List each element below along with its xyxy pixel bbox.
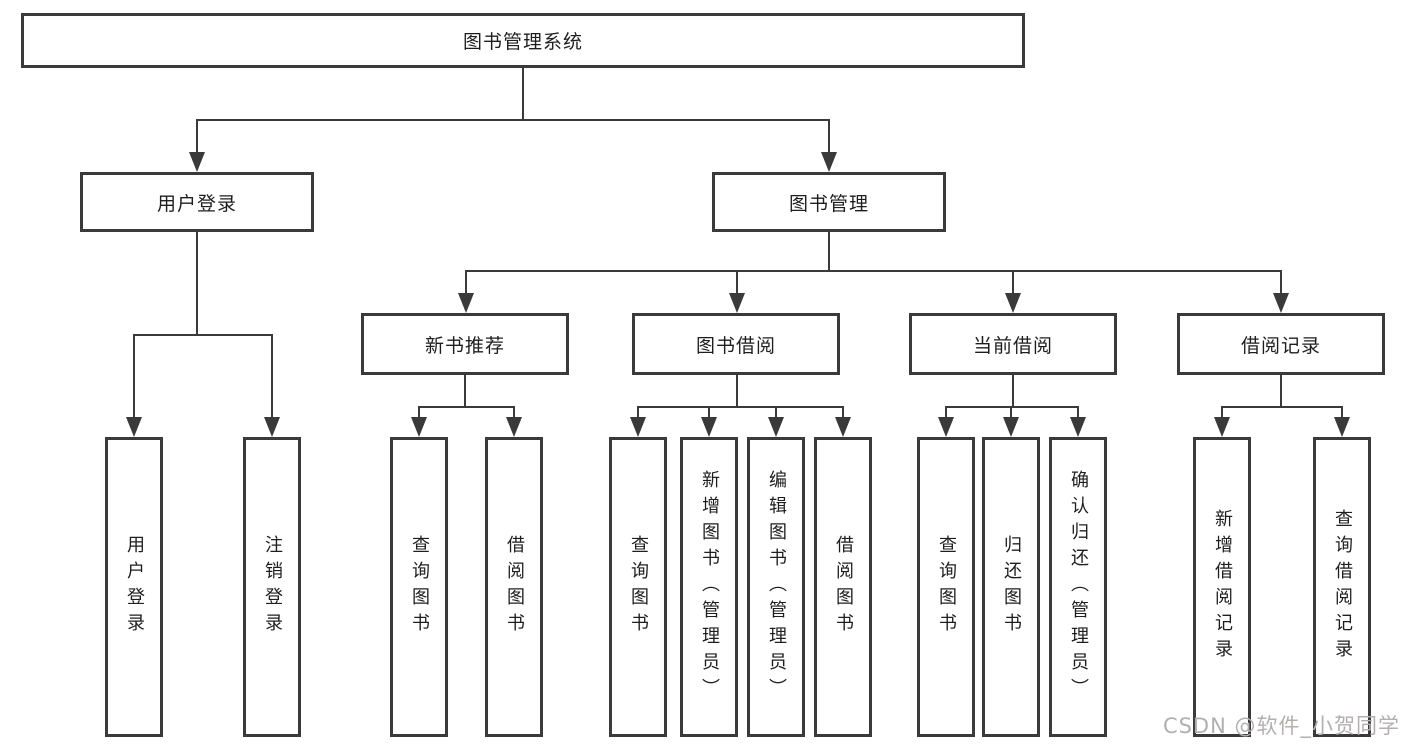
connector-line bbox=[418, 406, 420, 419]
arrow-down-icon bbox=[768, 417, 784, 437]
node-current-borrow: 当前借阅 bbox=[909, 313, 1117, 375]
connector-line bbox=[513, 406, 515, 419]
arrow-down-icon bbox=[1003, 417, 1019, 437]
node-user-login-label: 用户登录 bbox=[156, 192, 237, 215]
leaf-current-return-books-label: 归还图书 bbox=[1001, 535, 1022, 639]
node-book-borrow-label: 图书借阅 bbox=[695, 334, 776, 357]
connector-line bbox=[196, 119, 198, 155]
leaf-borrow-edit-books-admin: 编辑图书（管理员） bbox=[747, 437, 805, 737]
csdn-watermark: CSDN @软件_小贺同学 bbox=[1162, 714, 1400, 738]
leaf-borrow-add-books-admin: 新增图书（管理员） bbox=[680, 437, 738, 737]
connector-line bbox=[828, 119, 830, 155]
leaf-records-add-record-label: 新增借阅记录 bbox=[1212, 509, 1233, 665]
node-book-management-label: 图书管理 bbox=[788, 192, 869, 215]
arrow-down-icon bbox=[701, 417, 717, 437]
node-borrow-records: 借阅记录 bbox=[1177, 313, 1385, 375]
leaf-user-login-label: 用户登录 bbox=[124, 535, 145, 639]
connector-line bbox=[464, 375, 466, 407]
leaf-borrow-borrow-books-label: 借阅图书 bbox=[833, 535, 854, 639]
arrow-down-icon bbox=[835, 417, 851, 437]
arrow-down-icon bbox=[1070, 417, 1086, 437]
arrow-down-icon bbox=[126, 417, 142, 437]
arrow-down-icon bbox=[630, 417, 646, 437]
arrow-down-icon bbox=[506, 417, 522, 437]
connector-line bbox=[1221, 406, 1223, 419]
connector-line bbox=[736, 270, 738, 295]
connector-line bbox=[1012, 270, 1014, 295]
leaf-borrow-borrow-books: 借阅图书 bbox=[814, 437, 872, 737]
arrow-down-icon bbox=[1273, 293, 1289, 313]
arrow-down-icon bbox=[264, 417, 280, 437]
connector-line bbox=[465, 270, 1282, 272]
leaf-borrow-query-books-label: 查询图书 bbox=[628, 535, 649, 639]
arrow-down-icon bbox=[189, 152, 205, 172]
arrow-down-icon bbox=[411, 417, 427, 437]
connector-line bbox=[945, 406, 947, 419]
node-new-book-recommend-label: 新书推荐 bbox=[424, 334, 505, 357]
connector-line bbox=[1012, 375, 1014, 407]
node-borrow-records-label: 借阅记录 bbox=[1240, 334, 1321, 357]
node-root: 图书管理系统 bbox=[21, 13, 1025, 68]
connector-line bbox=[1280, 270, 1282, 295]
leaf-records-query-record-label: 查询借阅记录 bbox=[1332, 509, 1353, 665]
connector-line bbox=[133, 334, 135, 419]
connector-line bbox=[945, 406, 1079, 408]
leaf-borrow-edit-books-admin-label: 编辑图书（管理员） bbox=[766, 470, 787, 704]
connector-line bbox=[1010, 406, 1012, 419]
connector-line bbox=[1280, 375, 1282, 407]
node-current-borrow-label: 当前借阅 bbox=[972, 334, 1053, 357]
connector-line bbox=[271, 334, 273, 419]
node-book-management: 图书管理 bbox=[712, 172, 946, 232]
leaf-borrow-query-books: 查询图书 bbox=[609, 437, 667, 737]
connector-line bbox=[842, 406, 844, 419]
connector-line bbox=[775, 406, 777, 419]
connector-line bbox=[736, 375, 738, 407]
leaf-current-confirm-return-admin: 确认归还（管理员） bbox=[1049, 437, 1107, 737]
node-new-book-recommend: 新书推荐 bbox=[361, 313, 569, 375]
arrow-down-icon bbox=[1334, 417, 1350, 437]
connector-line bbox=[1221, 406, 1343, 408]
arrow-down-icon bbox=[458, 293, 474, 313]
arrow-down-icon bbox=[1214, 417, 1230, 437]
leaf-recommend-query-books-label: 查询图书 bbox=[409, 535, 430, 639]
connector-line bbox=[637, 406, 639, 419]
arrow-down-icon bbox=[729, 293, 745, 313]
leaf-recommend-borrow-books-label: 借阅图书 bbox=[504, 535, 525, 639]
node-user-login: 用户登录 bbox=[80, 172, 314, 232]
leaf-current-confirm-return-admin-label: 确认归还（管理员） bbox=[1068, 470, 1089, 704]
connector-line bbox=[708, 406, 710, 419]
node-root-label: 图书管理系统 bbox=[462, 31, 583, 53]
leaf-recommend-query-books: 查询图书 bbox=[390, 437, 448, 737]
leaf-recommend-borrow-books: 借阅图书 bbox=[485, 437, 543, 737]
leaf-current-query-books-label: 查询图书 bbox=[936, 535, 957, 639]
connector-line bbox=[196, 232, 198, 335]
leaf-current-return-books: 归还图书 bbox=[982, 437, 1040, 737]
connector-line bbox=[1341, 406, 1343, 419]
node-book-borrow: 图书借阅 bbox=[632, 313, 840, 375]
connector-line bbox=[828, 232, 830, 271]
leaf-records-add-record: 新增借阅记录 bbox=[1193, 437, 1251, 737]
arrow-down-icon bbox=[821, 152, 837, 172]
connector-line bbox=[465, 270, 467, 295]
arrow-down-icon bbox=[938, 417, 954, 437]
connector-line bbox=[522, 68, 524, 120]
connector-line bbox=[196, 119, 830, 121]
connector-line bbox=[418, 406, 515, 408]
connector-line bbox=[637, 406, 844, 408]
leaf-logout-label: 注销登录 bbox=[262, 535, 283, 639]
arrow-down-icon bbox=[1005, 293, 1021, 313]
leaf-borrow-add-books-admin-label: 新增图书（管理员） bbox=[699, 470, 720, 704]
connector-line bbox=[1077, 406, 1079, 419]
leaf-current-query-books: 查询图书 bbox=[917, 437, 975, 737]
leaf-logout: 注销登录 bbox=[243, 437, 301, 737]
leaf-records-query-record: 查询借阅记录 bbox=[1313, 437, 1371, 737]
connector-line bbox=[133, 334, 273, 336]
leaf-user-login: 用户登录 bbox=[105, 437, 163, 737]
